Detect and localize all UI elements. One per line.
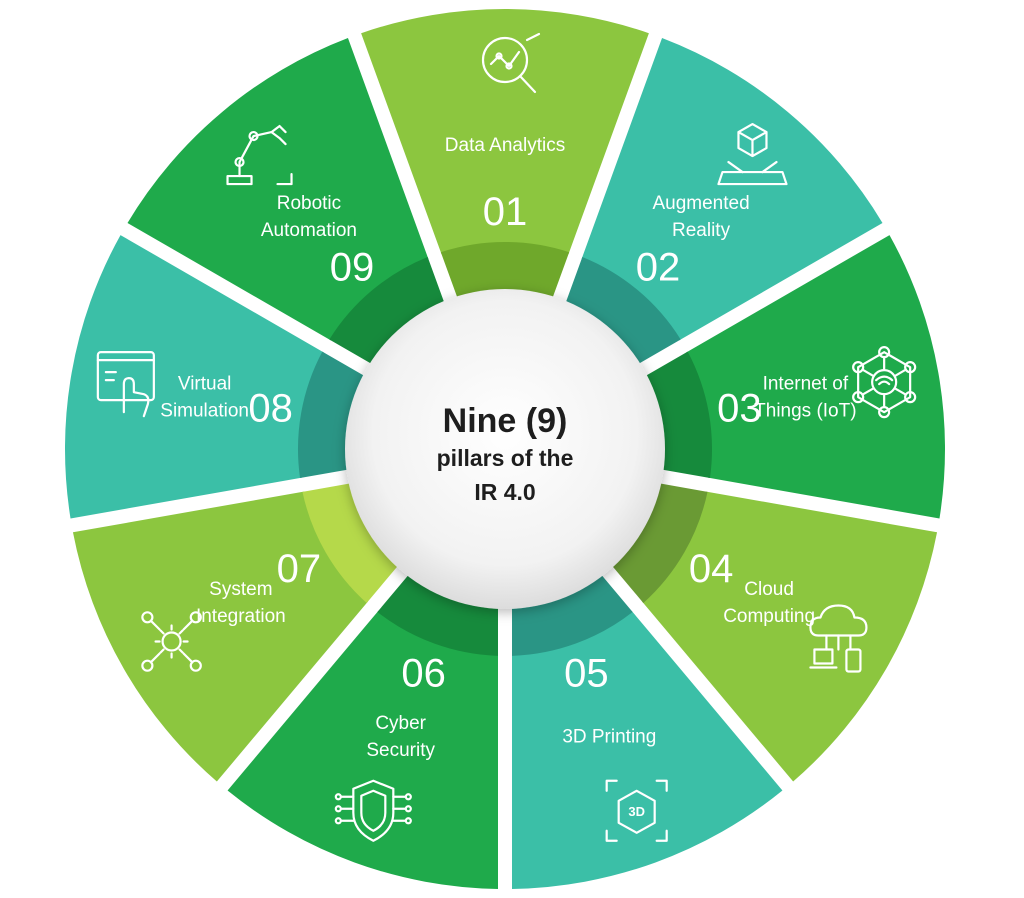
segment-09 bbox=[127, 37, 429, 341]
pillar-label-03: Internet of bbox=[763, 374, 849, 395]
segment-collar-07 bbox=[302, 482, 403, 603]
svg-text:3D: 3D bbox=[628, 804, 645, 819]
pillar-number-09: 09 bbox=[330, 246, 375, 290]
pillar-label-05: 3D Printing bbox=[562, 727, 656, 748]
segment-03 bbox=[685, 235, 945, 519]
center-subtitle-line1: pillars of the bbox=[437, 445, 574, 471]
center-hub: Nine (9) pillars of the IR 4.0 bbox=[345, 289, 665, 609]
robot-arm-icon bbox=[226, 124, 293, 186]
segment-04 bbox=[642, 491, 938, 782]
pillar-number-05: 05 bbox=[564, 652, 609, 696]
segment-01 bbox=[361, 8, 649, 255]
pillar-number-04: 04 bbox=[689, 547, 734, 591]
pillar-number-03: 03 bbox=[717, 387, 762, 431]
segment-collar-06 bbox=[377, 569, 499, 656]
pillar-03: Internet of Things (IoT)03 bbox=[717, 346, 917, 431]
pillar-label-02: Reality bbox=[672, 220, 731, 241]
center-circle bbox=[345, 289, 665, 609]
pillar-label-08: Virtual bbox=[178, 374, 232, 395]
pillar-label-09: Robotic bbox=[277, 193, 341, 214]
pillar-05: 3D 3D Printing 05 bbox=[562, 652, 668, 842]
pillar-number-01: 01 bbox=[483, 190, 528, 234]
pillar-number-02: 02 bbox=[636, 246, 681, 290]
segment-06 bbox=[227, 610, 499, 889]
segment-collar-01 bbox=[440, 242, 570, 304]
pillar-label-04: Cloud bbox=[744, 579, 794, 600]
pillar-label-09: Automation bbox=[261, 220, 357, 241]
pillar-label-06: Cyber bbox=[375, 713, 426, 734]
segments-layer bbox=[64, 8, 945, 889]
segment-collar-04 bbox=[607, 482, 708, 603]
pillar-label-02: Augmented bbox=[652, 193, 749, 214]
pillar-label-01: Data Analytics bbox=[445, 135, 565, 156]
pillar-label-07: System bbox=[209, 579, 272, 600]
segment-collar-09 bbox=[329, 256, 447, 368]
pillar-label-03: Things (IoT) bbox=[754, 401, 856, 422]
shield-circuit-icon bbox=[334, 779, 412, 842]
pillar-label-06: Security bbox=[366, 740, 435, 761]
segment-08 bbox=[64, 235, 325, 519]
ar-cube-icon bbox=[717, 122, 788, 186]
touch-screen-icon bbox=[96, 351, 155, 418]
segment-05 bbox=[511, 610, 783, 889]
magnifier-chart-icon bbox=[481, 32, 541, 94]
pillar-label-08: Simulation bbox=[160, 401, 249, 422]
center-subtitle-line2: IR 4.0 bbox=[474, 479, 535, 505]
segment-02 bbox=[581, 37, 883, 341]
pillar-number-08: 08 bbox=[248, 387, 293, 431]
segment-collar-05 bbox=[511, 569, 633, 656]
pillar-01: Data Analytics 01 bbox=[445, 32, 565, 234]
segment-07 bbox=[72, 491, 368, 782]
iot-network-icon bbox=[852, 346, 917, 419]
gear-network-icon bbox=[141, 611, 202, 672]
cloud-devices-icon bbox=[809, 604, 868, 673]
inner-bands-layer bbox=[298, 242, 713, 656]
pillar-number-06: 06 bbox=[401, 652, 446, 696]
pillar-number-07: 07 bbox=[277, 547, 322, 591]
segment-collar-02 bbox=[563, 256, 681, 368]
pillar-label-04: Computing bbox=[723, 606, 815, 627]
3d-print-icon: 3D bbox=[605, 779, 668, 842]
pillar-label-07: Integration bbox=[196, 606, 286, 627]
center-title: Nine (9) bbox=[443, 402, 568, 440]
